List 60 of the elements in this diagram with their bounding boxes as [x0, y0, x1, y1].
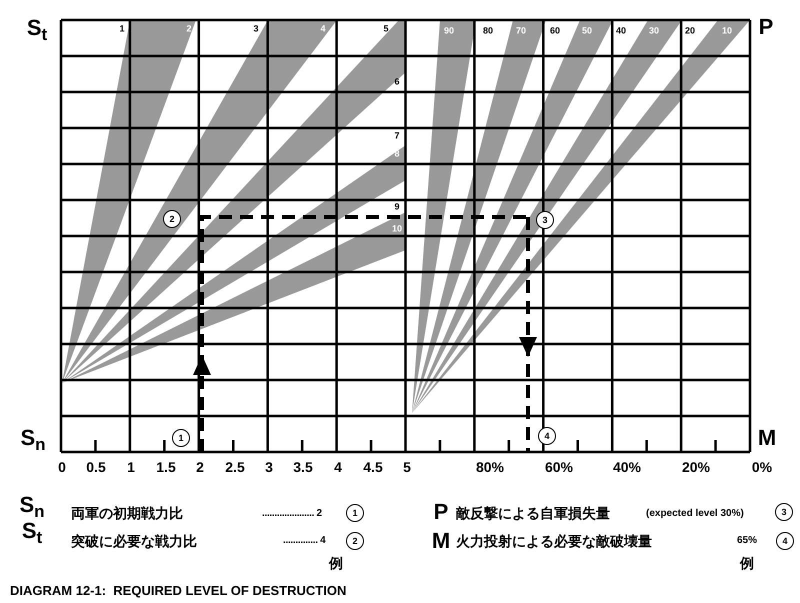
curve-label: 90: [444, 26, 454, 36]
callout-number: 1: [172, 429, 190, 447]
callout-number: 1: [346, 504, 364, 522]
axis-tick-label: 0.5: [86, 460, 106, 474]
axis-tick-label: 4.5: [363, 460, 383, 474]
legend-symbol: P: [434, 501, 448, 523]
axis-tick-label: 0: [58, 460, 66, 474]
curve-label: 30: [649, 26, 659, 36]
legend-description: 両軍の初期戦力比: [71, 506, 183, 520]
legend-symbol: S$_{t}$: [22, 520, 42, 546]
axis-tick-label: 20%: [682, 460, 710, 474]
axis-tick-label: 2: [196, 460, 204, 474]
axis-symbol: S$_{n}$: [20, 426, 46, 454]
callout-number: 4: [776, 532, 794, 550]
curve-label: 60: [550, 26, 560, 36]
axis-tick-label: 1.5: [156, 460, 176, 474]
callout-number: 4: [538, 427, 556, 445]
legend-description: 敵反撃による自軍損失量: [456, 506, 610, 520]
curve-label: 10: [392, 224, 402, 234]
axis-tick-label: 80%: [476, 460, 504, 474]
axis-tick-label: 40%: [612, 460, 642, 474]
example-value: .............. 4: [283, 536, 326, 546]
curve-label: 20: [685, 26, 695, 36]
curve-label: 6: [394, 78, 400, 86]
example-label: 例: [740, 556, 754, 570]
curve-label: 10: [722, 26, 732, 36]
curve-label: 3: [254, 24, 258, 34]
axis-tick-label: 4: [334, 460, 342, 474]
curve-label: 5: [384, 24, 388, 34]
curve-label: 1: [120, 24, 124, 34]
curve-label: 80: [483, 26, 493, 36]
callout-number: 3: [775, 503, 793, 521]
example-label: 例: [329, 556, 343, 570]
legend-symbol: S$_{n}$: [19, 494, 45, 520]
curve-label: 70: [516, 26, 526, 36]
curve-label: 7: [394, 132, 400, 140]
example-value: 65%: [737, 536, 757, 546]
axis-tick-label: 3: [265, 460, 273, 474]
legend-symbol: M: [432, 530, 450, 552]
example-value: (expected level 30%): [646, 509, 744, 519]
axis-tick-label: 3.5: [293, 460, 313, 474]
legend-description: 火力投射による必要な敵破壊量: [456, 534, 652, 548]
axis-tick-label: 60%: [544, 460, 574, 474]
curve-label: 2: [186, 24, 192, 34]
callout-number: 3: [536, 211, 554, 229]
example-value: ..................... 2: [262, 509, 322, 519]
curve-label: 4: [320, 24, 326, 34]
curve-label: 40: [616, 26, 626, 36]
axis-tick-label: 1: [127, 460, 135, 474]
callout-number: 2: [346, 532, 364, 550]
axis-symbol: S$_{t}$: [26, 16, 48, 44]
curve-label: 9: [394, 202, 400, 212]
axis-symbol: M: [758, 427, 776, 449]
caption: DIAGRAM 12-1: REQUIRED LEVEL OF DESTRUCTION: [10, 584, 346, 597]
axis-symbol: P: [758, 16, 774, 38]
axis-tick-label: 2.5: [225, 460, 245, 474]
legend-description: 突破に必要な戦力比: [71, 534, 197, 548]
axis-tick-label: 5: [403, 460, 411, 474]
curve-label: 50: [582, 26, 592, 36]
axis-tick-label: 0%: [752, 460, 772, 474]
